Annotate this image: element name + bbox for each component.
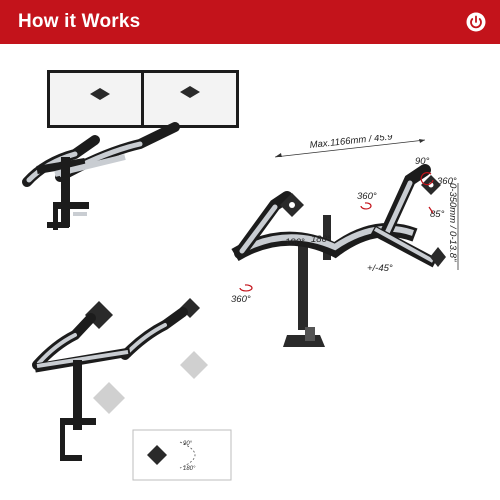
dimension-diagram: Max.1166mm / 45.9" 0-350mm / 0-13.8" 90°… [231,135,459,347]
tilt-90-label: 90° [415,156,430,167]
swivel-180-right-label: 180° [311,234,331,245]
motion-demo-image: 90° 180° [32,298,232,481]
header-bar: How it Works [0,0,500,44]
inset-down-label: 180° [183,466,196,472]
rotate-360-label: 360° [437,176,457,187]
inset-up-label: 90° [183,441,193,447]
power-icon[interactable] [466,12,486,32]
height-label: 0-350mm / 0-13.8" [447,183,458,262]
swivel-45-label: +/-45° [367,263,393,274]
width-label: Max.1166mm / 45.9" [309,135,397,151]
dual-monitor-mount-image [22,70,239,230]
swivel-360-mid-label: 360° [357,191,377,202]
tilt-85-label: 85° [430,209,445,220]
swivel-180-left-label: 180° [285,237,305,248]
swivel-360-base-label: 360° [231,294,251,305]
page-title: How it Works [18,11,141,32]
